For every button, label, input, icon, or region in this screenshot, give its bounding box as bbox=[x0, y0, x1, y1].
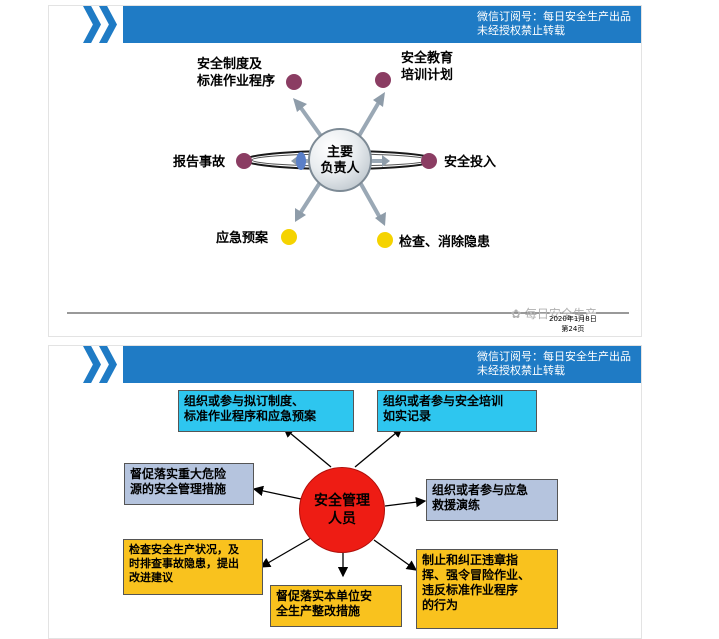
duty-box: 组织或参与拟订制度、 标准作业程序和应急预案 bbox=[178, 390, 354, 432]
arrow-top-right bbox=[357, 100, 381, 138]
arrow-top-left bbox=[299, 106, 323, 138]
slide-1: 微信订阅号：每日安全生产出品 未经授权禁止转载 bbox=[48, 5, 642, 337]
item-line: 安全制度及 bbox=[197, 57, 263, 72]
wechat-icon: ✿ bbox=[511, 307, 522, 321]
box-line: 组织或参与拟订制度、 bbox=[184, 394, 305, 408]
box-line: 检查安全生产状况，及 bbox=[129, 543, 239, 556]
header-line-1: 微信订阅号：每日安全生产出品 bbox=[477, 10, 631, 23]
duty-box: 督促落实本单位安 全生产整改措施 bbox=[270, 585, 402, 627]
blue-marker bbox=[296, 152, 306, 170]
duty-box: 组织或者参与安全培训 如实记录 bbox=[377, 390, 537, 432]
arrow-bottom-left bbox=[299, 182, 321, 214]
header-line-2: 未经授权禁止转载 bbox=[477, 364, 565, 377]
box-line: 标准作业程序和应急预案 bbox=[184, 409, 317, 423]
box-line: 督促落实本单位安 bbox=[276, 589, 373, 603]
arrowhead bbox=[295, 208, 306, 222]
item-inspect-hazards: 检查、消除隐患 bbox=[399, 235, 491, 250]
box-line: 违反标准作业程序 bbox=[422, 583, 519, 597]
box-line: 如实记录 bbox=[383, 409, 432, 423]
arrowhead bbox=[373, 92, 385, 107]
watermark: ✿ 每日安全生产 bbox=[511, 305, 597, 322]
center-label-2: 人员 bbox=[328, 511, 356, 527]
connector bbox=[259, 537, 312, 568]
box-line: 救援演练 bbox=[432, 498, 481, 512]
node-dot bbox=[281, 229, 297, 245]
duty-box: 督促落实重大危险 源的安全管理措施 bbox=[124, 463, 254, 505]
slide-footer-meta: 2020年1月8日 第24页 bbox=[549, 314, 597, 334]
box-line: 的行为 bbox=[422, 598, 459, 612]
connector bbox=[373, 539, 418, 571]
box-line: 组织或者参与应急 bbox=[432, 483, 529, 497]
slide-2: 微信订阅号：每日安全生产出品 未经授权禁止转载 安全管理 人员 组织或参与拟订制… bbox=[48, 345, 642, 639]
slide-header: 微信订阅号：每日安全生产出品 未经授权禁止转载 bbox=[49, 6, 641, 43]
box-line: 组织或者参与安全培训 bbox=[383, 394, 504, 408]
connector bbox=[282, 427, 332, 468]
box-line: 挥、强令冒险作业、 bbox=[422, 568, 531, 582]
center-node-principal: 主要 负责人 bbox=[308, 128, 372, 192]
slide-date: 2020年1月8日 bbox=[549, 315, 597, 323]
arrowhead bbox=[382, 155, 390, 167]
box-line: 源的安全管理措施 bbox=[130, 482, 227, 496]
item-emergency-plan: 应急预案 bbox=[216, 231, 269, 246]
diagram-arrows bbox=[252, 427, 427, 578]
node-dot bbox=[421, 153, 437, 169]
arrowhead bbox=[293, 98, 307, 112]
center-label-2: 负责人 bbox=[320, 161, 360, 176]
slide-page-number: 第24页 bbox=[561, 325, 585, 333]
item-report-accident: 报告事故 bbox=[173, 155, 226, 170]
header-notice: 微信订阅号：每日安全生产出品 未经授权禁止转载 bbox=[477, 350, 631, 378]
box-line: 制止和纠正违章指 bbox=[422, 553, 519, 567]
node-dot bbox=[236, 153, 252, 169]
item-safety-investment: 安全投入 bbox=[444, 155, 497, 170]
watermark-text: 每日安全生产 bbox=[524, 307, 597, 321]
center-node-safety-manager: 安全管理 人员 bbox=[299, 467, 385, 553]
slide-header: 微信订阅号：每日安全生产出品 未经授权禁止转载 bbox=[49, 346, 641, 383]
connector bbox=[252, 485, 302, 500]
header-notice: 微信订阅号：每日安全生产出品 未经授权禁止转载 bbox=[477, 10, 631, 38]
item-line: 培训计划 bbox=[401, 68, 454, 83]
arrow-bottom-right bbox=[359, 182, 381, 218]
item-safety-training: 安全教育 培训计划 bbox=[401, 50, 453, 84]
arrowhead bbox=[375, 212, 386, 226]
box-line: 督促落实重大危险 bbox=[130, 467, 227, 481]
connector bbox=[354, 427, 404, 468]
header-line-2: 未经授权禁止转载 bbox=[477, 24, 565, 37]
center-label-1: 主要 bbox=[326, 145, 353, 160]
box-line: 改进建议 bbox=[129, 571, 173, 584]
duty-box: 制止和纠正违章指 挥、强令冒险作业、 违反标准作业程序 的行为 bbox=[416, 549, 558, 629]
header-line-1: 微信订阅号：每日安全生产出品 bbox=[477, 350, 631, 363]
item-safety-rules: 安全制度及 标准作业程序 bbox=[197, 56, 275, 90]
node-dot bbox=[377, 232, 393, 248]
box-line: 全生产整改措施 bbox=[276, 604, 361, 618]
box-line: 时排查事故隐患，提出 bbox=[129, 557, 239, 570]
node-dot bbox=[375, 72, 391, 88]
node-dot bbox=[286, 74, 302, 90]
item-line: 标准作业程序 bbox=[197, 74, 276, 89]
duty-box: 组织或者参与应急 救援演练 bbox=[426, 479, 558, 521]
center-label-1: 安全管理 bbox=[314, 493, 370, 509]
connector bbox=[384, 496, 427, 508]
duty-box: 检查安全生产状况，及 时排查事故隐患，提出 改进建议 bbox=[123, 539, 263, 595]
item-line: 安全教育 bbox=[401, 51, 454, 66]
